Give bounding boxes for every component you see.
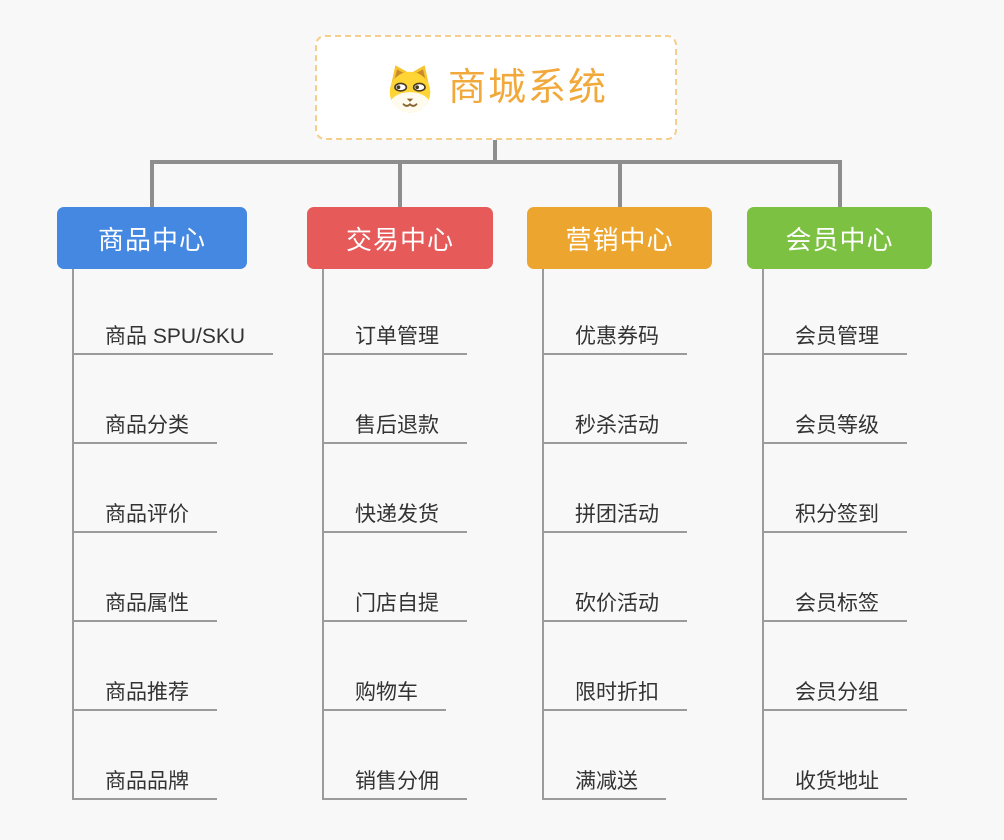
- connector-root-stub: [493, 140, 497, 164]
- leaf-node[interactable]: 会员等级: [762, 402, 907, 444]
- leaf-node[interactable]: 商品推荐: [72, 669, 217, 711]
- leaf-node[interactable]: 门店自提: [322, 580, 467, 622]
- leaf-node[interactable]: 会员管理: [762, 313, 907, 355]
- leaf-node[interactable]: 商品分类: [72, 402, 217, 444]
- leaf-node[interactable]: 秒杀活动: [542, 402, 687, 444]
- leaf-node[interactable]: 限时折扣: [542, 669, 687, 711]
- dog-face-icon: [384, 62, 436, 114]
- connector-branch-spine: [322, 269, 324, 800]
- branch-label: 营销中心: [565, 224, 674, 255]
- connector-horizontal-bar: [150, 160, 842, 164]
- leaf-node[interactable]: 售后退款: [322, 402, 467, 444]
- root-title: 商城系统: [447, 66, 608, 109]
- leaf-node[interactable]: 会员标签: [762, 580, 907, 622]
- branch-label: 商品中心: [97, 224, 206, 255]
- leaf-node[interactable]: 商品评价: [72, 491, 217, 533]
- leaf-node[interactable]: 砍价活动: [542, 580, 687, 622]
- connector-branch-stub: [398, 160, 402, 207]
- leaf-node[interactable]: 满减送: [542, 758, 666, 800]
- leaf-node[interactable]: 会员分组: [762, 669, 907, 711]
- branch-node[interactable]: 会员中心: [747, 207, 932, 269]
- branch-node[interactable]: 交易中心: [307, 207, 493, 269]
- connector-branch-stub: [617, 160, 622, 207]
- branch-node[interactable]: 商品中心: [57, 207, 247, 269]
- leaf-node[interactable]: 优惠券码: [542, 313, 687, 355]
- branch-node[interactable]: 营销中心: [527, 207, 712, 269]
- leaf-node[interactable]: 商品属性: [72, 580, 217, 622]
- leaf-node[interactable]: 快递发货: [322, 491, 467, 533]
- leaf-node[interactable]: 收货地址: [762, 758, 907, 800]
- connector-branch-spine: [762, 269, 764, 800]
- leaf-node[interactable]: 商品品牌: [72, 758, 217, 800]
- leaf-node[interactable]: 销售分佣: [322, 758, 467, 800]
- leaf-node[interactable]: 商品 SPU/SKU: [72, 313, 274, 355]
- root-node[interactable]: 商城系统: [315, 35, 677, 140]
- leaf-node[interactable]: 购物车: [322, 669, 446, 711]
- leaf-node[interactable]: 拼团活动: [542, 491, 687, 533]
- branch-label: 交易中心: [345, 224, 454, 255]
- branch-label: 会员中心: [785, 224, 894, 255]
- connector-branch-stub: [837, 160, 842, 207]
- leaf-node[interactable]: 积分签到: [762, 491, 907, 533]
- leaf-node[interactable]: 订单管理: [322, 313, 467, 355]
- connector-branch-spine: [72, 269, 74, 800]
- connector-branch-stub: [150, 160, 154, 207]
- connector-branch-spine: [542, 269, 544, 800]
